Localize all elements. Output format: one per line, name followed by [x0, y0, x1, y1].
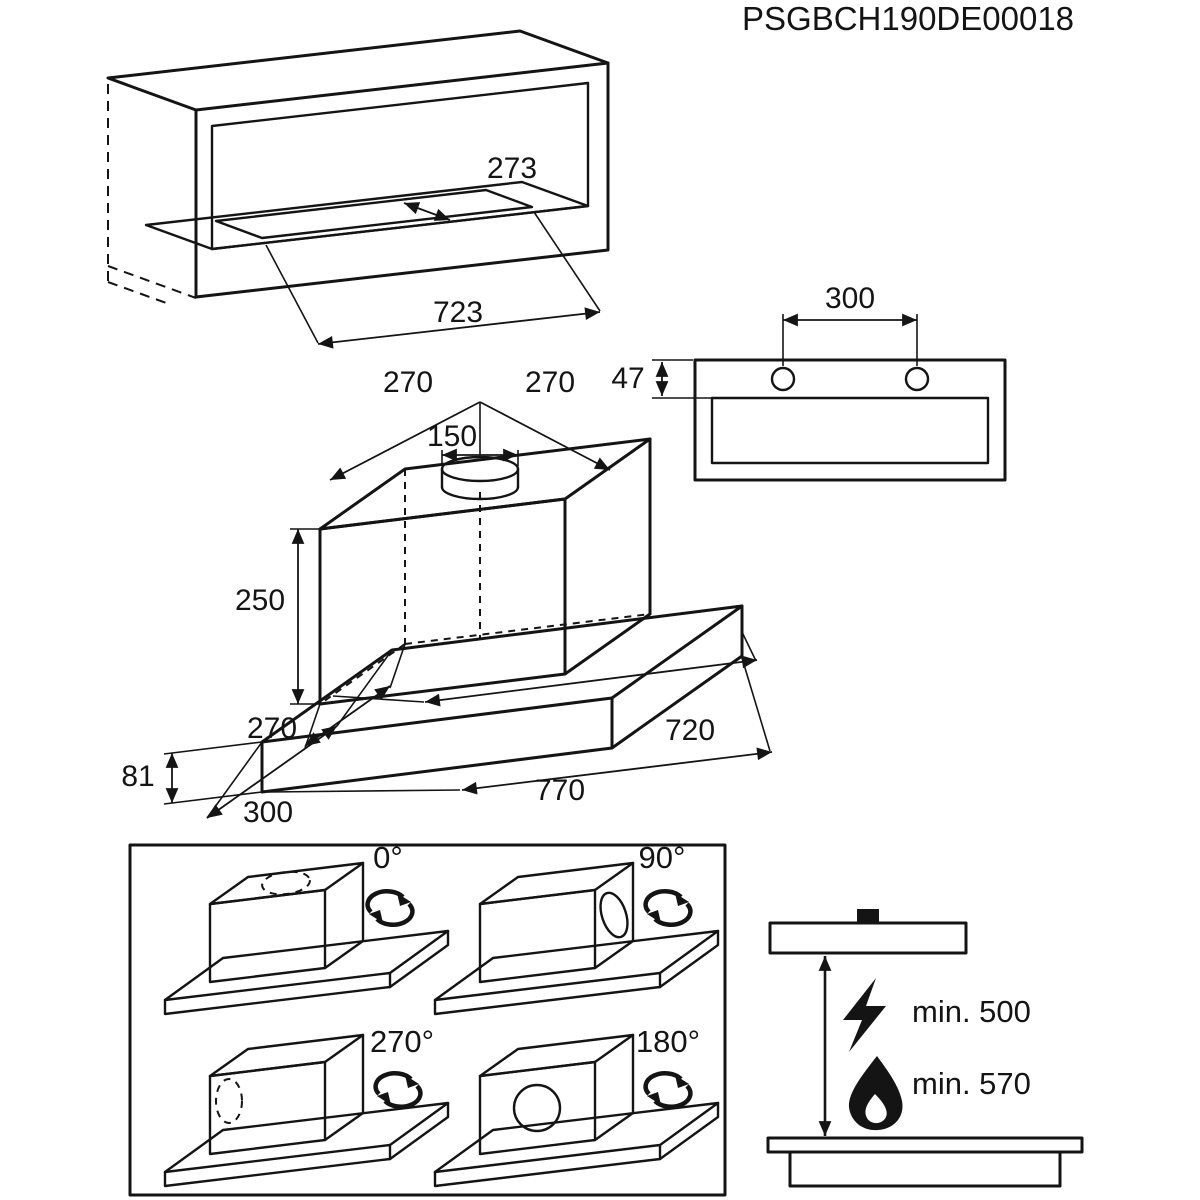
flame-icon-inner: [865, 1094, 887, 1124]
base-height-label: 81: [121, 760, 154, 793]
duct-outlet-side: [599, 891, 629, 939]
gas-clearance-label: min. 570: [912, 1066, 1031, 1101]
rotation-options-figure: 0° 90° 270°: [128, 840, 727, 1197]
cutout-depth-dimension-arrow: [403, 202, 451, 221]
rotation-180-label: 180°: [636, 1024, 700, 1059]
hood-side-profile: [768, 921, 968, 955]
hidden-edge-bottom-back: [107, 265, 197, 299]
cutout-depth-label: 273: [487, 152, 537, 185]
rotation-270-label: 270°: [370, 1024, 434, 1059]
duct-collar-bottom: [440, 485, 520, 501]
duct-outlet-top-hidden: [261, 870, 311, 896]
extension-line: [265, 244, 319, 344]
hole-offset-label: 47: [611, 362, 644, 395]
rotation-0-label: 0°: [373, 840, 403, 875]
body-depth-label: 270: [247, 712, 297, 745]
part-number: PSGBCH190DE00018: [742, 0, 1074, 37]
front-view-figure: 300 47: [611, 282, 1007, 482]
hood-dimensions-figure: 150 270 270 250 81 270 300 720: [121, 366, 773, 829]
body-width-label: 720: [665, 714, 715, 747]
hood-duct-stub: [857, 909, 879, 923]
duct-offset-left-dimension: [329, 401, 481, 481]
extension-line: [533, 211, 601, 312]
cutout-width-label: 723: [433, 296, 483, 329]
hob-body: [788, 1150, 1062, 1188]
hood-body-right: [563, 437, 652, 676]
rotation-cell-180: 180°: [433, 1024, 720, 1188]
rotation-cell-90: 90°: [433, 840, 720, 1016]
clearance-figure: min. 500 min. 570: [766, 909, 1084, 1188]
hob-surface: [766, 1136, 1084, 1154]
rotate-arrows-icon: [368, 891, 413, 925]
cabinet-cutout-figure: 273 723: [106, 29, 610, 349]
rotate-arrows-icon: [646, 1073, 691, 1107]
body-height-label: 250: [235, 584, 285, 617]
hood-front-panel: [710, 396, 990, 465]
duct-outlet-left-hidden: [215, 1078, 243, 1124]
hidden-edge: [404, 613, 651, 645]
cabinet-bottom-panel: [144, 180, 590, 251]
cabinet-front-face: [194, 61, 610, 299]
duct-offset-right-dimension: [479, 401, 611, 471]
rotation-cell-0: 0°: [163, 840, 450, 1016]
rotate-arrows-icon: [376, 1073, 421, 1107]
hidden-edge: [319, 643, 406, 705]
hole-spacing-label: 300: [825, 282, 875, 315]
rotation-90-label: 90°: [639, 840, 686, 875]
base-depth-label: 300: [243, 796, 293, 829]
cutout-width-dimension-arrow: [317, 307, 601, 349]
body-width-dimension: [424, 655, 758, 707]
lightning-bolt-icon: [843, 978, 886, 1052]
hood-body-top: [318, 437, 652, 531]
mounting-hole-left: [770, 366, 796, 392]
electric-clearance-label: min. 500: [912, 994, 1031, 1029]
hidden-edge-bottom-thickness: [107, 281, 173, 306]
body-depth-dimension: [304, 685, 391, 747]
duct-offset-left-label: 270: [383, 366, 433, 399]
base-width-dimension: [461, 747, 773, 795]
hood-front-outline: [693, 358, 1007, 482]
duct-outlet-front: [512, 1083, 562, 1133]
mounting-hole-right: [904, 366, 930, 392]
base-depth-dimension: [206, 725, 338, 819]
base-width-label: 770: [535, 774, 585, 807]
rotation-cell-270: 270°: [163, 1024, 450, 1188]
duct-offset-right-label: 270: [525, 366, 575, 399]
rotate-arrows-icon: [646, 891, 691, 925]
rotation-frame: [128, 843, 727, 1197]
flame-icon: [848, 1056, 903, 1131]
cabinet-top-face: [106, 29, 610, 112]
